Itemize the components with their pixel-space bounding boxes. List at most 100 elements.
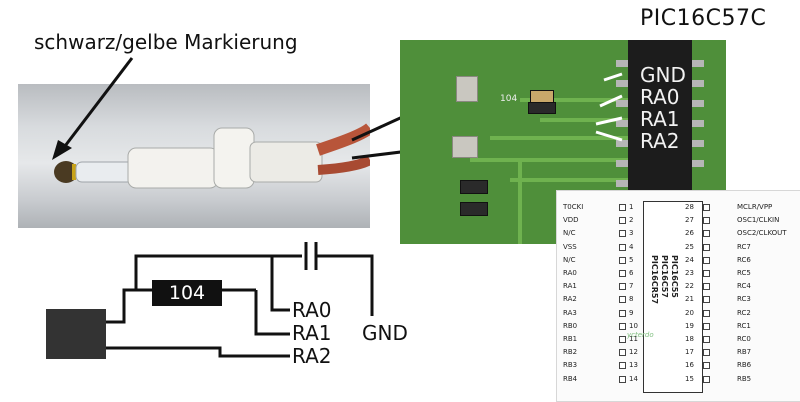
pin-number-left: 12	[629, 348, 638, 357]
pin-box	[619, 243, 626, 251]
pin-box	[703, 270, 710, 277]
pin-name-left: VDD	[563, 216, 579, 225]
pcb-trace	[520, 98, 628, 102]
pin-box	[619, 230, 626, 238]
pin-number-left: 1	[629, 203, 634, 211]
chip-pin	[616, 120, 628, 127]
pin-name-left: RB2	[563, 348, 578, 357]
pin-number-left: 5	[629, 255, 634, 264]
marking-arrow-line	[60, 57, 134, 151]
chip-pin	[692, 160, 704, 167]
chip-pin	[616, 60, 628, 67]
pcb-label-ra0: RA0	[640, 85, 680, 109]
pin-box	[619, 283, 626, 291]
pinout-diagram: PIC16C55 PIC16C57 PIC16CR57 ycterdo T0CK…	[556, 190, 800, 402]
pin-box	[703, 336, 710, 343]
pin-name-right: RB5	[737, 374, 752, 383]
ic-outline	[643, 201, 703, 393]
schematic-label-ra1: RA1	[292, 321, 332, 345]
chip-pin	[616, 180, 628, 187]
pin-number-right: 18	[685, 335, 694, 343]
schematic-label-ra2: RA2	[292, 344, 332, 368]
pcb-pointers	[595, 72, 623, 142]
pcb-trace	[518, 160, 522, 244]
pin-number-left: 6	[629, 269, 634, 277]
pin-number-right: 28	[685, 203, 694, 211]
pin-number-right: 20	[685, 308, 694, 317]
pin-box	[703, 309, 710, 317]
pin-number-right: 17	[685, 348, 694, 357]
chip-pin	[692, 60, 704, 67]
pcb-res-marking: 104	[500, 94, 518, 104]
wire-ra0	[270, 256, 290, 312]
red-cable	[316, 123, 374, 156]
pin-number-left: 2	[629, 216, 634, 225]
pin-name-left: N/C	[563, 229, 576, 238]
pin-name-left: RB3	[563, 361, 578, 370]
pin-name-right: MCLR/VPP	[737, 203, 773, 211]
pin-name-right: RC3	[737, 295, 751, 304]
pcb-trace	[490, 136, 628, 140]
pin-box	[703, 283, 710, 291]
pin-name-right: RC2	[737, 308, 751, 317]
pin-name-right: RB7	[737, 348, 752, 357]
chip-pin	[616, 80, 628, 87]
pin-name-left: RB1	[563, 335, 578, 343]
pin-name-right: OSC1/CLKIN	[737, 216, 780, 225]
pin-number-left: 9	[629, 308, 634, 317]
pin-box	[703, 322, 710, 330]
smd-resistor	[460, 202, 488, 216]
wire-gnd	[316, 254, 374, 316]
pcb-label-ra1: RA1	[640, 107, 680, 131]
watermark: ycterdo	[627, 331, 654, 339]
pcb-label-ra2: RA2	[640, 129, 680, 153]
pin-box	[703, 204, 710, 211]
pin-name-left: RA3	[563, 308, 577, 317]
pin-box	[619, 204, 626, 211]
pin-box	[703, 256, 710, 264]
pcb-trace	[510, 178, 628, 182]
pin-box	[619, 322, 626, 330]
pin-number-left: 8	[629, 295, 634, 304]
chip-pin	[692, 120, 704, 127]
pcb-trace	[470, 158, 628, 162]
pin-box	[619, 309, 626, 317]
pin-name-right: RC4	[737, 282, 751, 291]
pin-box	[703, 230, 710, 238]
red-cable-2	[317, 155, 373, 175]
resistor-104: 104	[152, 280, 222, 306]
pin-number-right: 27	[685, 216, 694, 225]
pin-number-left: 10	[629, 321, 638, 330]
pin-box	[703, 349, 710, 357]
pin-number-left: 3	[629, 229, 634, 238]
pin-box	[619, 270, 626, 277]
pin-box	[703, 375, 710, 383]
pin-box	[703, 217, 710, 225]
wire-ra2	[106, 346, 290, 358]
pin-number-right: 23	[685, 269, 694, 277]
pin-name-right: OSC2/CLKOUT	[737, 229, 787, 238]
pin-number-right: 16	[685, 361, 694, 370]
pin-number-right: 21	[685, 295, 694, 304]
pin-box	[703, 296, 710, 304]
pin-box	[619, 256, 626, 264]
yellow-band	[72, 164, 76, 180]
sensor-photo	[18, 84, 374, 228]
pin-number-right: 26	[685, 229, 694, 238]
pin-name-left: VSS	[563, 242, 577, 251]
pin-name-left: RA0	[563, 269, 577, 277]
wire-top	[124, 254, 302, 292]
pin-box	[619, 296, 626, 304]
pin-number-left: 14	[629, 374, 638, 383]
solder-pad	[456, 76, 478, 102]
sensor-drawing	[54, 123, 374, 189]
sensor-symbol	[46, 309, 106, 359]
pin-name-right: RB6	[737, 361, 752, 370]
pin-name-right: RC5	[737, 269, 751, 277]
pin-box	[619, 362, 626, 370]
pin-number-left: 7	[629, 282, 634, 291]
chip-pin	[692, 100, 704, 107]
pin-number-left: 4	[629, 242, 634, 251]
pin-name-left: RA2	[563, 295, 577, 304]
